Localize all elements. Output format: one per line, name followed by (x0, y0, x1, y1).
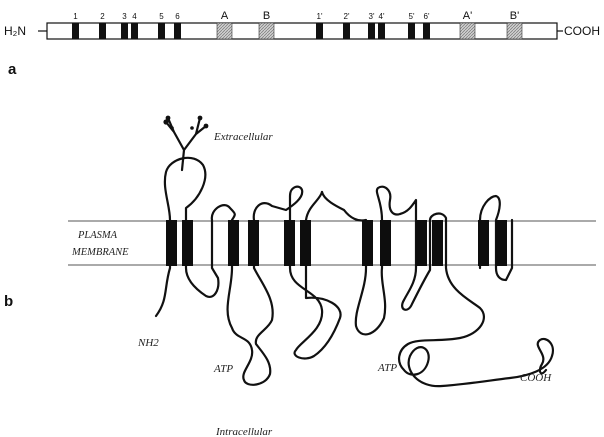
nbd-label: A (221, 10, 229, 22)
transmembrane-helix (362, 220, 373, 266)
panel-a-label: a (8, 61, 17, 78)
tm-segment-label: 1 (73, 12, 78, 21)
tm-segment-label: 2 (100, 12, 105, 21)
tm-segment-block (378, 23, 385, 39)
nbd-label: A' (463, 10, 472, 22)
transmembrane-helices (166, 220, 507, 266)
tm-segment-label: 3' (369, 12, 375, 21)
tm-segment-block (121, 23, 128, 39)
nbd-block (460, 23, 475, 39)
nbd-block (217, 23, 232, 39)
polypeptide-chain-first-half (156, 158, 341, 385)
transmembrane-helix (380, 220, 391, 266)
intracellular-label: Intracellular (215, 426, 273, 437)
transmembrane-helix (300, 220, 311, 266)
polypeptide-chain-second-half (322, 187, 553, 386)
panel-b-topology: PLASMA MEMBRANE Extracellular Intracellu… (4, 116, 596, 437)
tm-segment-block (423, 23, 430, 39)
atp-site-label-1: ATP (213, 363, 233, 375)
tm-segment-label: 4 (132, 12, 137, 21)
transmembrane-helix (432, 220, 443, 266)
tm-segment-block (368, 23, 375, 39)
membrane-label-line2: MEMBRANE (71, 247, 129, 258)
transmembrane-helix (248, 220, 259, 266)
tm-segment-block (131, 23, 138, 39)
transmembrane-helix (496, 220, 507, 266)
c-terminus-label-a: COOH (564, 24, 600, 38)
tm-segment-label: 1' (317, 12, 323, 21)
tm-segment-block (174, 23, 181, 39)
tm-segment-label: 3 (122, 12, 127, 21)
tm-segment-label: 5' (409, 12, 415, 21)
n-terminus-label-b: NH2 (137, 337, 159, 349)
tm-segment-block (72, 23, 79, 39)
tm-segment-block (408, 23, 415, 39)
tm-segment-label: 4' (379, 12, 385, 21)
transmembrane-helix (182, 220, 193, 266)
extracellular-label: Extracellular (213, 131, 273, 143)
nbd-label: B' (510, 10, 519, 22)
tm-segment-label: 6 (175, 12, 180, 21)
tm-segment-label: 2' (344, 12, 350, 21)
tm-segment-block (158, 23, 165, 39)
nbd-block (507, 23, 522, 39)
membrane-label-line1: PLASMA (77, 230, 118, 241)
n-terminus-label-a: H₂N (4, 24, 26, 38)
transmembrane-helix (228, 220, 239, 266)
nbd-block (259, 23, 274, 39)
atp-site-label-2: ATP (377, 362, 397, 374)
transmembrane-helix (166, 220, 177, 266)
tm-segment-label: 6' (424, 12, 430, 21)
tm-segment-block (343, 23, 350, 39)
transmembrane-helix (284, 220, 295, 266)
tm-segment-block (316, 23, 323, 39)
c-terminus-label-b: COOH (520, 372, 552, 384)
transmembrane-helix (478, 220, 489, 266)
panel-b-label: b (4, 293, 13, 310)
tm-segment-label: 5 (159, 12, 164, 21)
tm-segment-block (99, 23, 106, 39)
transmembrane-helix (416, 220, 427, 266)
nbd-label: B (263, 10, 270, 22)
